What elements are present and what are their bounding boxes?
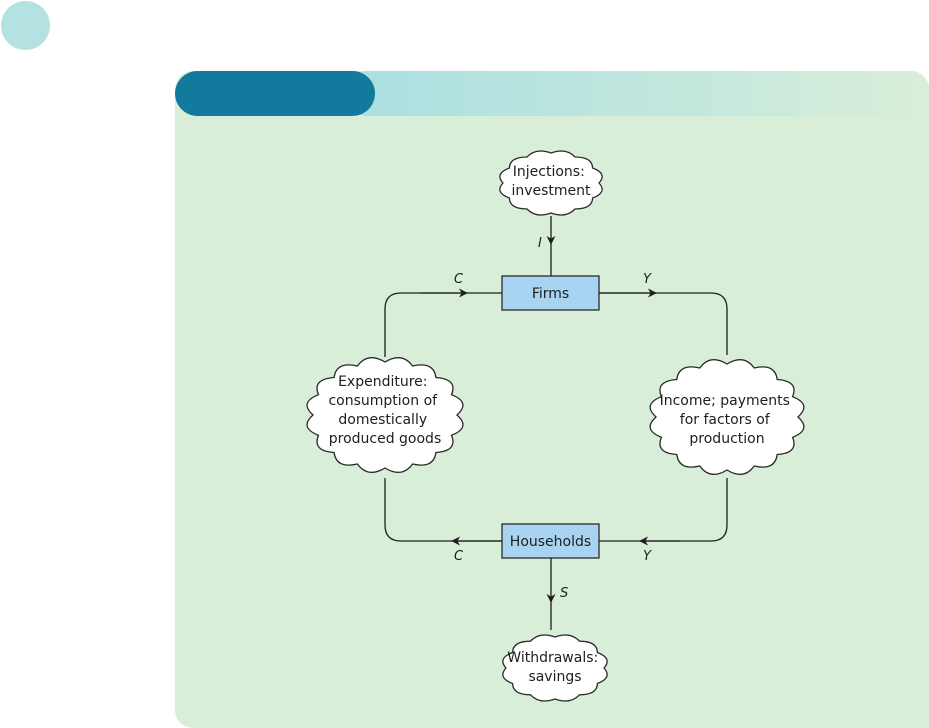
expenditure-flow-line-top [385, 293, 503, 357]
firms-label: Firms [532, 286, 569, 302]
income-top-label: Y [643, 272, 652, 287]
households-label: Households [510, 534, 591, 550]
investment-flow-label: I [538, 236, 542, 251]
income-bottom-label: Y [643, 549, 652, 564]
income-flow-line-bottom [599, 478, 727, 541]
withdrawals-cloud [503, 635, 607, 701]
expenditure-flow-line-bottom [385, 478, 503, 541]
savings-flow-label: S [560, 586, 568, 601]
income-flow-line-top [599, 293, 727, 355]
consumption-bottom-label: C [454, 549, 464, 564]
consumption-top-label: C [454, 272, 464, 287]
